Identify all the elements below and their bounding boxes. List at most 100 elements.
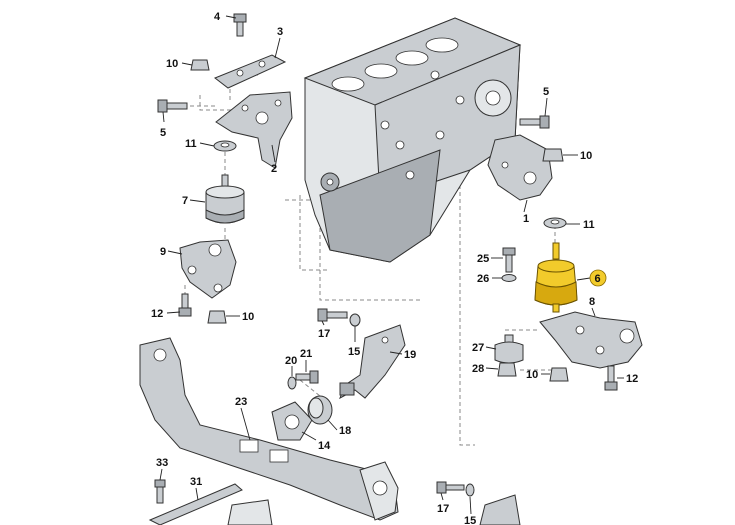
bracket-19-hole bbox=[381, 336, 389, 344]
leader-4 bbox=[225, 15, 237, 19]
washer-15-bottom bbox=[465, 483, 475, 497]
bracket-19-boss bbox=[339, 382, 355, 396]
bracket-1-hole-a bbox=[523, 171, 537, 185]
bolt-12-right-shank bbox=[607, 365, 615, 383]
part-19-bracket bbox=[339, 324, 406, 400]
callout-10-c: 10 bbox=[580, 150, 592, 162]
part-2-bracket bbox=[215, 91, 293, 169]
mount-6-top bbox=[537, 259, 575, 273]
leader-18 bbox=[327, 419, 338, 431]
plate-14-hole bbox=[284, 414, 300, 430]
bolt-12-left-shank bbox=[181, 293, 189, 309]
cylinder-bore-2 bbox=[364, 63, 398, 79]
mount-6-bottom-stud bbox=[552, 303, 560, 313]
nut-10-left bbox=[207, 310, 227, 324]
leader-10a bbox=[181, 62, 193, 66]
washer-15-center bbox=[349, 313, 361, 327]
plate-3-hole-b bbox=[258, 60, 266, 68]
block-hole-b bbox=[435, 130, 445, 140]
bolt-5-right-shank bbox=[519, 118, 541, 126]
bracket-9-shape bbox=[179, 239, 237, 299]
assembly-dash-lines bbox=[184, 74, 556, 446]
leader-5b bbox=[544, 97, 548, 117]
leader-2 bbox=[271, 144, 276, 163]
callout-10-a: 10 bbox=[166, 58, 178, 70]
callout-23: 23 bbox=[235, 396, 247, 408]
callout-31: 31 bbox=[190, 476, 202, 488]
part-18-bushing bbox=[307, 395, 333, 425]
callout-12-a: 12 bbox=[151, 308, 163, 320]
callout-10-b: 10 bbox=[242, 311, 254, 323]
mount-6-stud bbox=[552, 242, 560, 260]
bushing-18-face bbox=[308, 397, 324, 419]
nut-10-right-bottom-body bbox=[549, 367, 569, 382]
bolt-12-right-head bbox=[604, 381, 618, 391]
leader-7 bbox=[189, 199, 206, 203]
leader-3 bbox=[274, 37, 281, 59]
stop-27-body bbox=[494, 341, 524, 364]
bracket-8-hole-a bbox=[619, 328, 635, 344]
washer-26 bbox=[501, 274, 517, 282]
callout-5-a: 5 bbox=[160, 127, 166, 139]
bolt-17-center-shank bbox=[326, 311, 348, 319]
bolt-33 bbox=[154, 479, 166, 504]
bracket-2-hole-b bbox=[274, 99, 282, 107]
callout-11-a: 11 bbox=[185, 138, 197, 150]
callout-12-b: 12 bbox=[626, 373, 638, 385]
mount-7-top bbox=[205, 185, 245, 199]
callout-27: 27 bbox=[472, 342, 484, 354]
leader-8 bbox=[591, 307, 596, 317]
bracket-9-hole-c bbox=[213, 283, 223, 293]
bolt-12-left-head bbox=[178, 307, 192, 317]
engine-block bbox=[303, 17, 522, 263]
bracket-1-hole-b bbox=[501, 161, 509, 169]
callout-19: 19 bbox=[404, 349, 416, 361]
part-14-plate bbox=[271, 401, 313, 441]
partial-mount-bottom-shape bbox=[227, 499, 273, 525]
bracket-8-hole-b bbox=[575, 325, 585, 335]
bolt-21-shank bbox=[295, 373, 311, 381]
washer-11-right-hole bbox=[550, 219, 560, 225]
leader-14 bbox=[301, 431, 317, 441]
bolt-21-head bbox=[309, 370, 319, 384]
bracket-8-hole-c bbox=[595, 345, 605, 355]
bolt-4-shank bbox=[236, 21, 244, 37]
bracket-9-hole-a bbox=[208, 243, 222, 257]
bolt-33-head bbox=[154, 479, 166, 488]
part-7-mount bbox=[205, 174, 245, 224]
callout-21: 21 bbox=[300, 348, 312, 360]
callout-20: 20 bbox=[285, 355, 297, 367]
subframe-hole-left bbox=[153, 348, 167, 362]
callout-4: 4 bbox=[214, 11, 221, 23]
callout-9: 9 bbox=[160, 246, 166, 258]
subframe-hole-right bbox=[372, 480, 388, 496]
subframe-slot-b bbox=[269, 449, 289, 463]
bar-31-shape bbox=[148, 483, 243, 525]
bracket-2-hole-c bbox=[241, 104, 249, 112]
washer-20 bbox=[287, 376, 297, 390]
callout-6: 6 bbox=[595, 273, 601, 285]
callout-18: 18 bbox=[339, 425, 351, 437]
dash-line-bolt-21 bbox=[299, 379, 326, 401]
block-hole-f bbox=[430, 70, 440, 80]
part-8-bracket bbox=[539, 311, 643, 369]
dash-line-nut-10 bbox=[199, 95, 250, 111]
bracket-1-shape bbox=[487, 134, 553, 201]
callout-17-b: 17 bbox=[437, 503, 449, 515]
partial-bracket-bottom-right-shape bbox=[479, 494, 521, 525]
block-hole-a bbox=[455, 95, 465, 105]
subframe-slot-a bbox=[239, 439, 259, 453]
leader-23 bbox=[240, 407, 251, 441]
bolt-5-right-head bbox=[539, 115, 550, 129]
bolt-33-shank bbox=[156, 486, 164, 504]
bolt-25 bbox=[502, 247, 516, 273]
leader-6 bbox=[576, 277, 591, 281]
partial-bracket-bottom-right bbox=[479, 494, 521, 525]
callout-14: 14 bbox=[318, 440, 331, 452]
nut-10-top-left bbox=[190, 59, 210, 71]
leader-28 bbox=[485, 367, 499, 370]
leader-17b bbox=[440, 492, 444, 501]
mount-7-band bbox=[205, 209, 245, 224]
bolt-5-left-shank bbox=[166, 102, 188, 110]
